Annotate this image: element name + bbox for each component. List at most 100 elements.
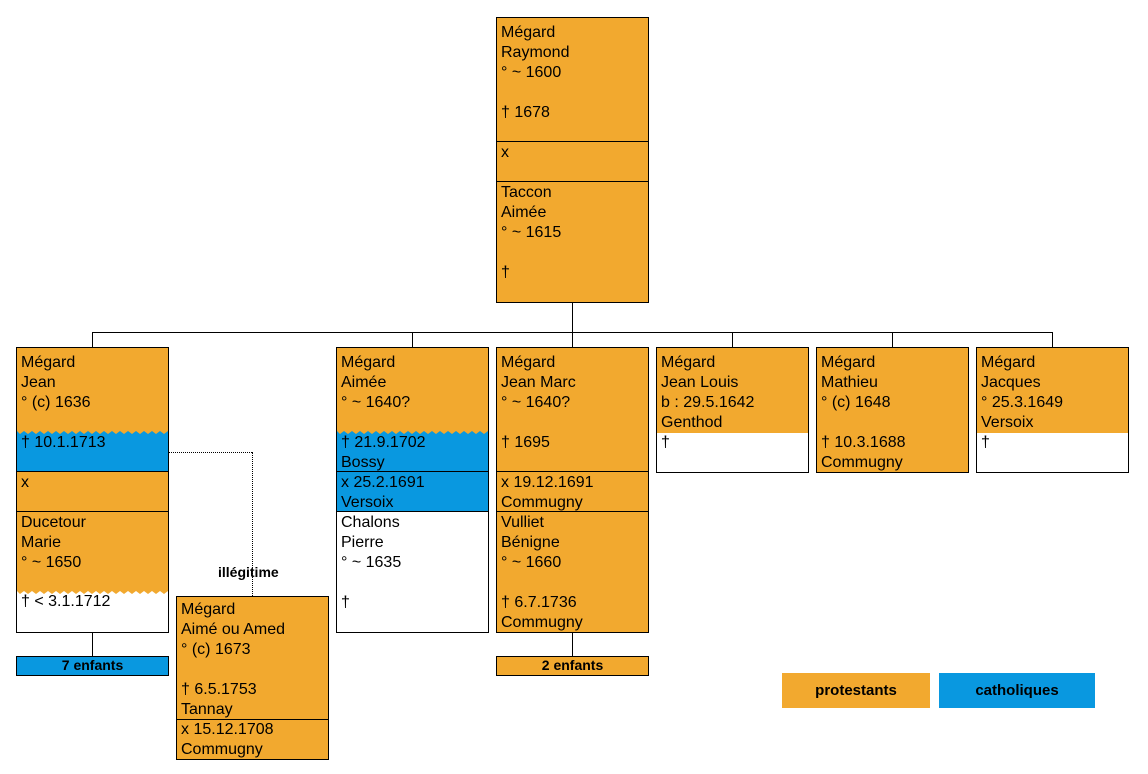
marriage-place: Commugny xyxy=(501,494,583,511)
connector-illegitimate-v xyxy=(252,452,253,596)
spouse-section: Vulliet Bénigne ° ~ 1660 † 6.7.1736 Comm… xyxy=(497,511,648,632)
spouse-death-date: † 6.7.1736 xyxy=(501,594,577,611)
surname: Mégard xyxy=(501,354,556,371)
spouse-given-name: Marie xyxy=(21,534,62,551)
marriage-mark: x xyxy=(21,474,29,491)
blank-line xyxy=(821,413,966,433)
birth-date: ° (c) 1648 xyxy=(821,394,891,411)
legend-protestant: protestants xyxy=(782,673,930,708)
blank-line xyxy=(341,573,486,593)
spouse-given-name: Aimée xyxy=(501,204,547,221)
marriage-date: x 25.2.1691 xyxy=(341,474,425,491)
birth-section: Mégard Aimée ° ~ 1640? xyxy=(337,348,488,431)
birth-section: Mégard Jacques ° 25.3.1649 Versoix xyxy=(977,348,1128,433)
birth-place: Versoix xyxy=(981,414,1034,431)
spouse-surname: Ducetour xyxy=(21,514,86,531)
connector-root-down xyxy=(572,302,573,332)
spouse-given-name: Pierre xyxy=(341,534,384,551)
death-date: † 1678 xyxy=(501,104,550,121)
given-name: Jacques xyxy=(981,374,1041,391)
blank-line xyxy=(501,573,646,593)
given-name: Jean xyxy=(21,374,56,391)
spouse-death-date: † < 3.1.1712 xyxy=(21,593,111,610)
surname: Mégard xyxy=(21,354,76,371)
marriage-date: x 19.12.1691 xyxy=(501,474,594,491)
birth-date: ° ~ 1640? xyxy=(341,394,411,411)
given-name: Aimé ou Amed xyxy=(181,621,286,638)
birth-date: ° ~ 1600 xyxy=(501,64,562,81)
person-card-mathieu: Mégard Mathieu ° (c) 1648 † 10.3.1688 Co… xyxy=(816,347,969,473)
marriage-section: x xyxy=(17,471,168,511)
birth-date: ° (c) 1636 xyxy=(21,394,91,411)
death-date: † 21.9.1702 xyxy=(341,434,426,451)
marriage-section: x 15.12.1708 Commugny xyxy=(177,719,328,759)
given-name: Jean Marc xyxy=(501,374,576,391)
spouse-birth-date: ° ~ 1660 xyxy=(501,554,562,571)
surname: Mégard xyxy=(821,354,876,371)
spouse-section: Ducetour Marie ° ~ 1650 xyxy=(17,511,168,591)
connector-jean xyxy=(92,332,93,347)
marriage-section: x 19.12.1691 Commugny xyxy=(497,471,648,511)
surname: Mégard xyxy=(501,24,556,41)
spouse-given-name: Bénigne xyxy=(501,534,560,551)
birth-date: ° ~ 1640? xyxy=(501,394,571,411)
death-date: † 1695 xyxy=(501,434,550,451)
birth-section: Mégard Jean Louis b : 29.5.1642 Genthod xyxy=(657,348,808,433)
illegitimate-label: illégitime xyxy=(218,564,279,580)
person-card-aime: Mégard Aimé ou Amed ° (c) 1673 † 6.5.175… xyxy=(176,596,329,760)
given-name: Aimée xyxy=(341,374,387,391)
death-date: † 6.5.1753 xyxy=(181,681,257,698)
surname: Mégard xyxy=(981,354,1036,371)
connector-aimee xyxy=(412,332,413,347)
death-place: Commugny xyxy=(821,454,903,471)
given-name: Mathieu xyxy=(821,374,878,391)
jean-children-count: 7 enfants xyxy=(16,656,169,676)
person-card-jean: Mégard Jean ° (c) 1636 † 10.1.1713 x Duc… xyxy=(16,347,169,633)
connector-mathieu xyxy=(892,332,893,347)
spouse-birth-date: ° ~ 1650 xyxy=(21,554,82,571)
religion-change-wave xyxy=(337,428,488,434)
death-place: Bossy xyxy=(341,454,385,471)
death-date: † 10.3.1688 xyxy=(821,434,906,451)
marriage-date: x 15.12.1708 xyxy=(181,721,274,738)
death-date: † xyxy=(981,434,990,451)
birth-section: Mégard Mathieu ° (c) 1648 † 10.3.1688 Co… xyxy=(817,348,968,472)
marriage-place: Commugny xyxy=(181,741,263,758)
death-section: † 21.9.1702 Bossy xyxy=(337,431,488,471)
person-card-raymond: Mégard Raymond ° ~ 1600 † 1678 x Taccon … xyxy=(496,17,649,303)
blank-line xyxy=(181,660,326,680)
connector-illegitimate-h xyxy=(169,452,252,453)
blank-line xyxy=(501,243,646,263)
spouse-surname: Taccon xyxy=(501,184,552,201)
person-card-aimee: Mégard Aimée ° ~ 1640? † 21.9.1702 Bossy… xyxy=(336,347,489,633)
birth-section: Mégard Jean ° (c) 1636 xyxy=(17,348,168,431)
spouse-death-place: Commugny xyxy=(501,614,583,631)
death-place: Tannay xyxy=(181,701,233,718)
death-date: † 10.1.1713 xyxy=(21,434,106,451)
spouse-birth-date: ° ~ 1635 xyxy=(341,554,402,571)
surname: Mégard xyxy=(341,354,396,371)
jean-marc-children-count: 2 enfants xyxy=(496,656,649,676)
baptism-place: Genthod xyxy=(661,414,723,431)
blank-line xyxy=(501,413,646,433)
death-section: † 10.1.1713 xyxy=(17,431,168,471)
spouse-section: Chalons Pierre ° ~ 1635 † xyxy=(337,511,488,632)
connector-jean-marc-children xyxy=(572,632,573,656)
legend-catholic: catholiques xyxy=(939,673,1095,708)
given-name: Raymond xyxy=(501,44,570,61)
spouse-death-date: † xyxy=(501,264,510,281)
blank-line xyxy=(501,83,646,103)
marriage-section: x 25.2.1691 Versoix xyxy=(337,471,488,511)
person-card-jacques: Mégard Jacques ° 25.3.1649 Versoix † xyxy=(976,347,1129,473)
religion-change-wave xyxy=(17,588,168,594)
religion-change-wave xyxy=(17,428,168,434)
connector-jean-children xyxy=(92,632,93,656)
connector-jean-louis xyxy=(732,332,733,347)
given-name: Jean Louis xyxy=(661,374,739,391)
spouse-death-date: † xyxy=(341,594,350,611)
spouse-surname: Vulliet xyxy=(501,514,544,531)
spouse-surname: Chalons xyxy=(341,514,400,531)
marriage-mark: x xyxy=(501,144,509,161)
marriage-place: Versoix xyxy=(341,494,394,511)
connector-jean-marc xyxy=(572,332,573,347)
